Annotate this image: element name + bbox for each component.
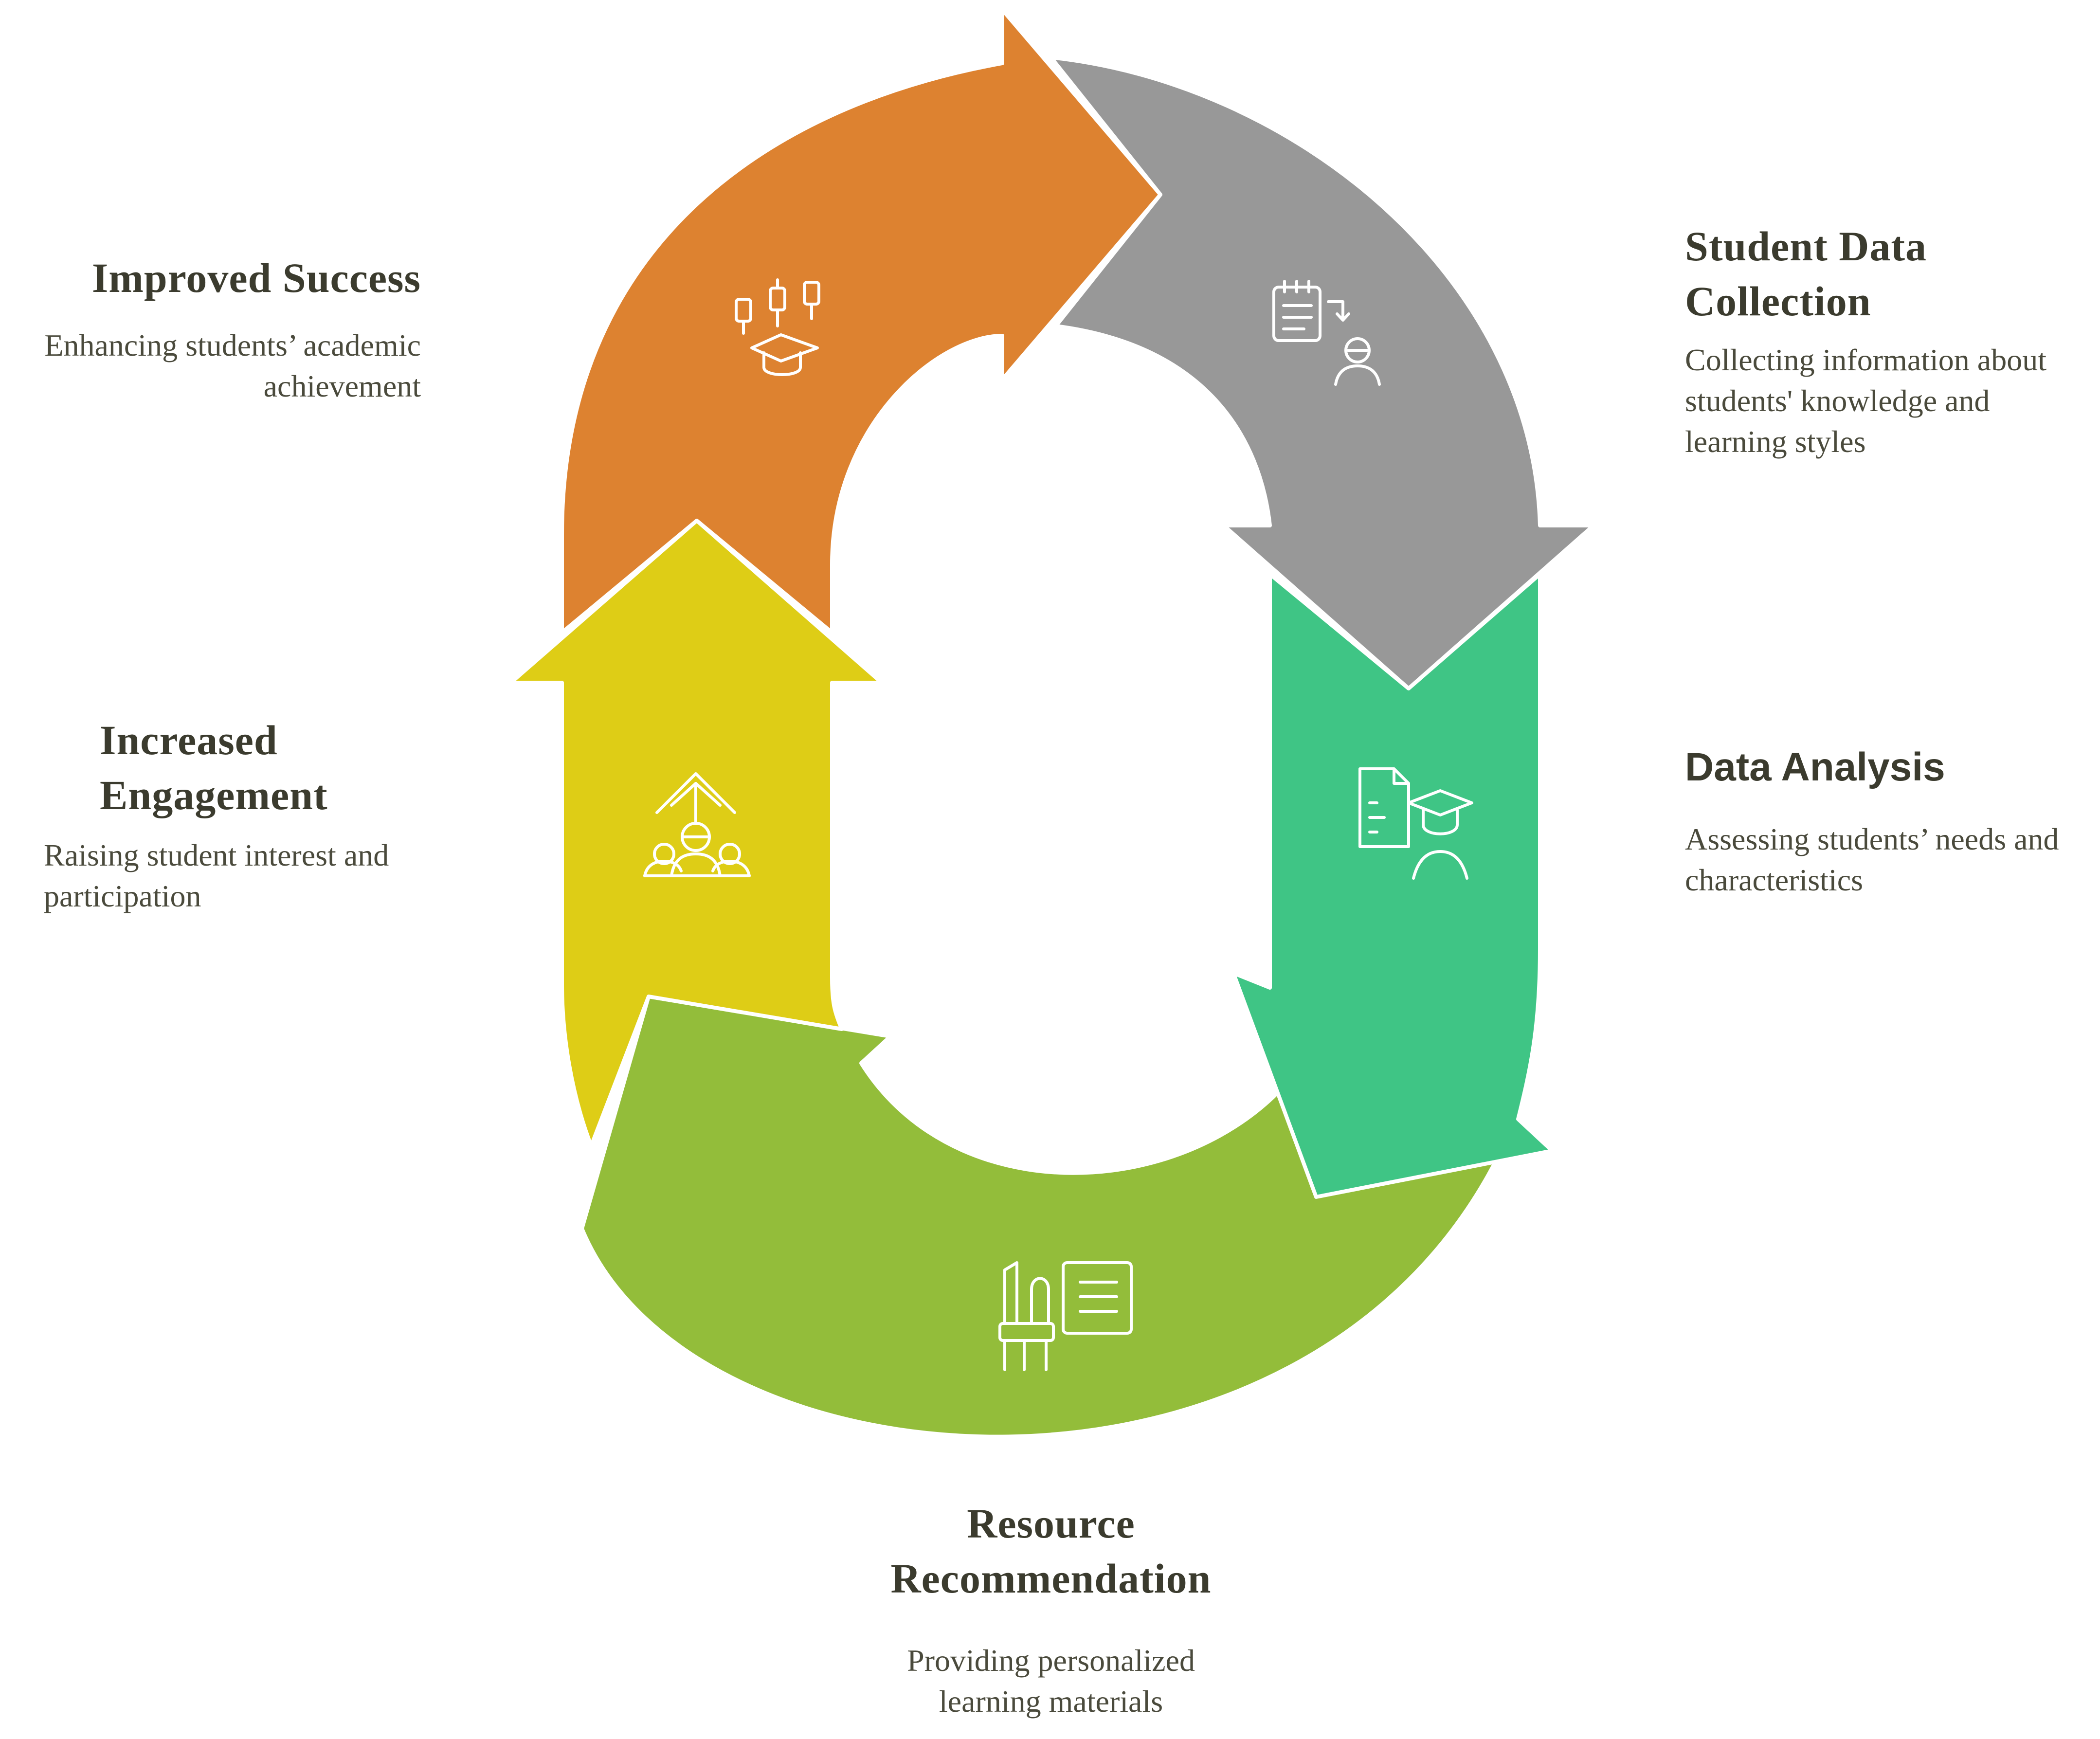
step-student-data-collection: Student Data Collection Collecting infor… <box>1685 219 2094 462</box>
step-title: Improved Success <box>0 251 421 306</box>
step-title: Increased Engagement <box>44 713 453 823</box>
arrow-resource-recommendation <box>580 995 1501 1439</box>
title-line: Student Data <box>1685 223 1927 270</box>
description-line: learning styles <box>1685 424 1866 459</box>
description-line: participation <box>44 879 201 913</box>
step-improved-success: Improved Success Enhancing students’ aca… <box>0 251 421 407</box>
step-title: Data Analysis <box>1685 740 2094 795</box>
title-line: Collection <box>1685 278 1871 325</box>
description-line: Enhancing students’ academic <box>44 328 421 362</box>
description-line: students' knowledge and <box>1685 383 1990 418</box>
title-line: Data Analysis <box>1685 745 1945 789</box>
description-line: Raising student interest and <box>44 838 389 872</box>
document-graduate-icon <box>1358 767 1473 880</box>
step-description: Collecting information about students' k… <box>1685 340 2094 462</box>
group-growth-icon <box>643 772 751 877</box>
description-line: learning materials <box>939 1684 1163 1719</box>
step-description: Raising student interest and participati… <box>44 835 453 917</box>
title-line: Resource <box>967 1500 1135 1547</box>
title-line: Improved Success <box>91 254 421 301</box>
description-line: Providing personalized <box>907 1643 1195 1678</box>
title-line: Engagement <box>100 772 328 818</box>
title-line: Increased <box>100 717 278 763</box>
step-title: Resource Recommendation <box>783 1496 1319 1606</box>
step-description: Enhancing students’ academic achievement <box>0 325 421 407</box>
description-line: Assessing students’ needs and <box>1685 822 2059 856</box>
step-data-analysis: Data Analysis Assessing students’ needs … <box>1685 740 2094 901</box>
checklist-student-icon <box>1272 280 1381 386</box>
step-description: Assessing students’ needs and characteri… <box>1685 819 2094 901</box>
arrow-student-data-collection <box>1049 55 1595 690</box>
arrow-increased-engagement <box>509 519 884 1148</box>
title-line: Recommendation <box>890 1555 1212 1602</box>
resources-icon <box>998 1261 1133 1371</box>
step-description: Providing personalized learning material… <box>783 1640 1319 1722</box>
description-line: characteristics <box>1685 863 1863 897</box>
description-line: achievement <box>263 369 421 403</box>
step-increased-engagement: Increased Engagement Raising student int… <box>44 713 453 917</box>
graduation-chart-icon <box>735 278 820 376</box>
arrow-data-analysis <box>1231 572 1554 1199</box>
arrow-improved-success <box>560 8 1162 634</box>
description-line: Collecting information about <box>1685 343 2046 377</box>
step-resource-recommendation: Resource Recommendation Providing person… <box>783 1496 1319 1722</box>
step-title: Student Data Collection <box>1685 219 2094 329</box>
